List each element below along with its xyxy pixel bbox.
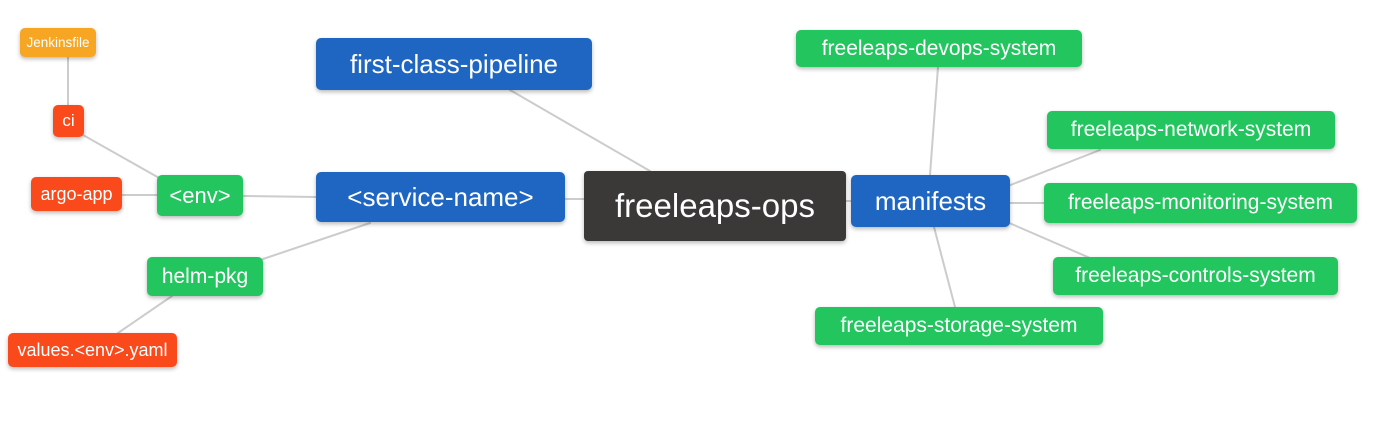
edge-manifests-storage — [933, 226, 956, 308]
edge-env-service-name — [242, 195, 317, 198]
node-service-name[interactable]: <service-name> — [316, 172, 565, 222]
edge-values-helm-pkg — [117, 295, 173, 334]
node-manifests[interactable]: manifests — [851, 175, 1010, 227]
node-first-class-pipeline[interactable]: first-class-pipeline — [316, 38, 592, 90]
node-freeleaps-ops-root[interactable]: freeleaps-ops — [584, 171, 846, 241]
node-storage-system[interactable]: freeleaps-storage-system — [815, 307, 1103, 345]
edge-pipeline-freeleaps-ops — [509, 89, 651, 172]
node-jenkinsfile[interactable]: Jenkinsfile — [20, 28, 96, 57]
edge-helm-pkg-service-name — [262, 222, 371, 260]
edge-ci-env — [82, 134, 162, 180]
node-ci[interactable]: ci — [53, 105, 84, 137]
node-argo-app[interactable]: argo-app — [31, 177, 122, 211]
node-values-env-yaml[interactable]: values.<env>.yaml — [8, 333, 177, 367]
node-monitoring-system[interactable]: freeleaps-monitoring-system — [1044, 183, 1357, 223]
edge-manifests-network — [1007, 149, 1101, 187]
node-helm-pkg[interactable]: helm-pkg — [147, 257, 263, 296]
edge-manifests-devops — [929, 66, 939, 176]
edge-manifests-controls — [1006, 221, 1091, 259]
node-env[interactable]: <env> — [157, 175, 243, 216]
node-controls-system[interactable]: freeleaps-controls-system — [1053, 257, 1338, 295]
node-devops-system[interactable]: freeleaps-devops-system — [796, 30, 1082, 67]
node-network-system[interactable]: freeleaps-network-system — [1047, 111, 1335, 149]
